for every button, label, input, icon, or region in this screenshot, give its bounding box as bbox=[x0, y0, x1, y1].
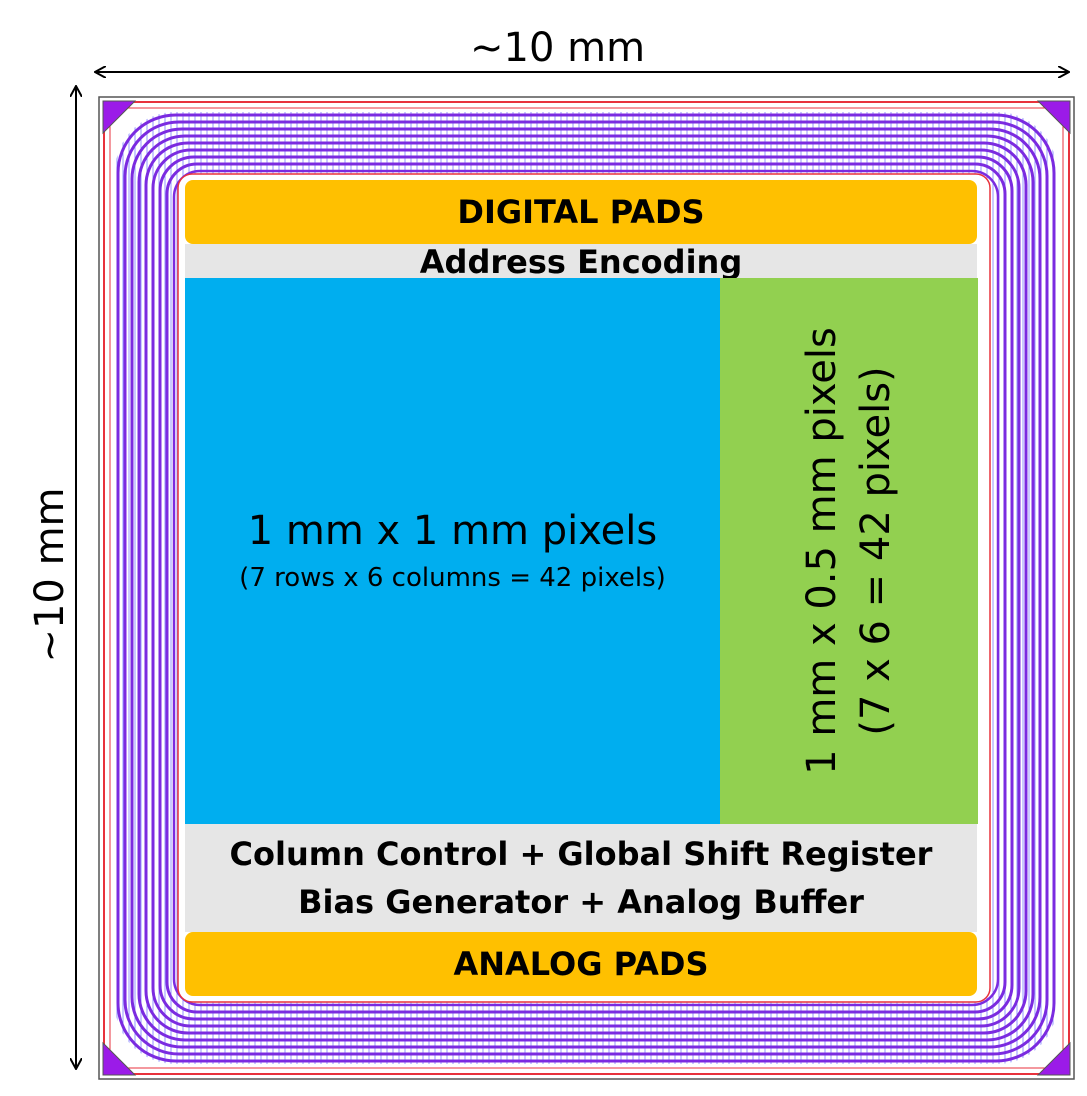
address-encoding-bg bbox=[185, 244, 977, 278]
digital-pads-label: DIGITAL PADS bbox=[457, 193, 705, 231]
large-pixel-array: 1 mm x 1 mm pixels (7 rows x 6 columns =… bbox=[185, 278, 720, 824]
seal-ring-inner bbox=[109, 107, 1064, 1069]
corner-markers bbox=[102, 100, 1071, 1076]
small-pixel-title: 1 mm x 0.5 mm pixels bbox=[799, 327, 845, 775]
large-pixel-subtitle: (7 rows x 6 columns = 42 pixels) bbox=[239, 563, 666, 593]
large-pixels-bg bbox=[185, 278, 720, 824]
address-encoding-block: Address Encoding bbox=[185, 244, 977, 278]
small-pixel-subtitle: (7 x 6 = 42 pixels) bbox=[853, 366, 899, 736]
height-dimension-label: ~10 mm bbox=[27, 487, 73, 663]
small-pixel-array: 1 mm x 0.5 mm pixels (7 x 6 = 42 pixels) bbox=[720, 278, 978, 824]
analog-pads-bg bbox=[185, 932, 977, 996]
seal-ring-outer bbox=[103, 101, 1070, 1075]
analog-pads-label: ANALOG PADS bbox=[453, 945, 709, 983]
address-encoding-label: Address Encoding bbox=[419, 244, 743, 278]
digital-pads-bg bbox=[185, 180, 977, 244]
control-block: Column Control + Global Shift Register B… bbox=[185, 824, 977, 932]
analog-pads-block: ANALOG PADS bbox=[185, 932, 977, 996]
column-control-label: Column Control + Global Shift Register bbox=[229, 835, 933, 873]
width-dimension-label: ~10 mm bbox=[470, 25, 646, 71]
bias-generator-label: Bias Generator + Analog Buffer bbox=[298, 883, 864, 921]
large-pixel-title: 1 mm x 1 mm pixels bbox=[247, 508, 658, 554]
control-block-bg bbox=[185, 824, 977, 932]
digital-pads-block: DIGITAL PADS bbox=[185, 180, 977, 244]
small-pixels-bg bbox=[720, 278, 978, 824]
